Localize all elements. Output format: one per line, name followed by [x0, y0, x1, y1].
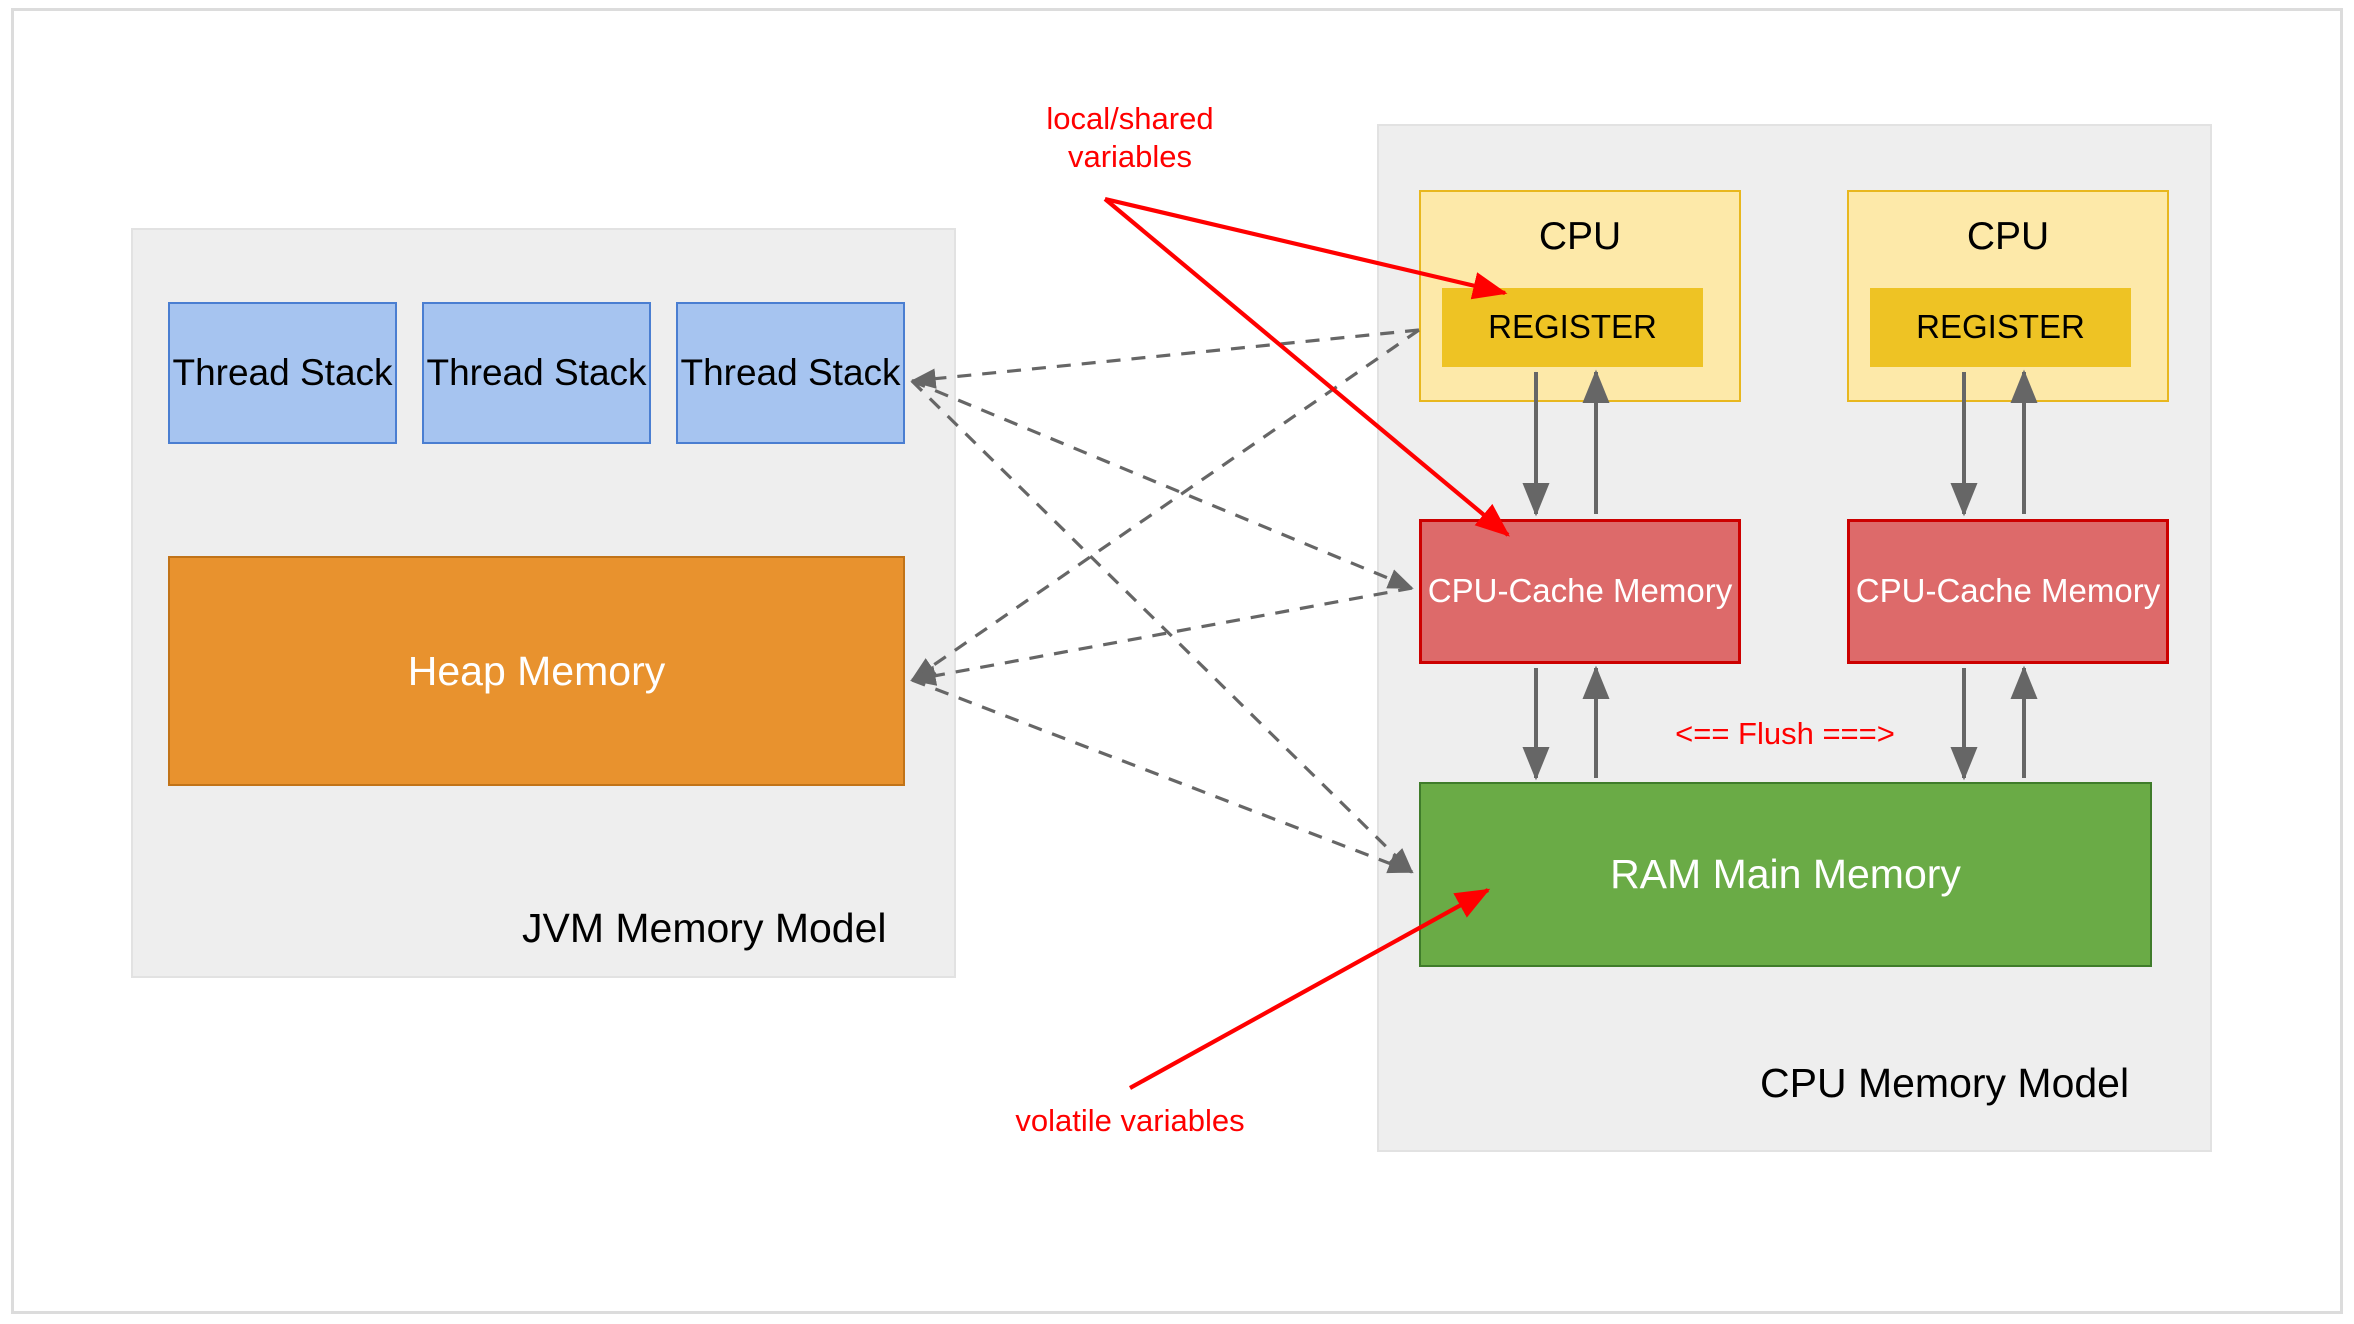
ram-main-memory-box[interactable]: RAM Main Memory — [1419, 782, 2152, 967]
register-box-2[interactable]: REGISTER — [1870, 288, 2131, 367]
cpu-memory-model-title: CPU Memory Model — [1760, 1060, 2130, 1106]
cpu-cache-memory-box-2[interactable]: CPU-Cache Memory — [1847, 519, 2169, 664]
thread-stack-box-3[interactable]: Thread Stack — [676, 302, 905, 444]
cpu-cache-memory-box-1[interactable]: CPU-Cache Memory — [1419, 519, 1741, 664]
flush-annotation: <== Flush ===> — [1675, 716, 1895, 751]
thread-stack-box-1[interactable]: Thread Stack — [168, 302, 397, 444]
register-box-1[interactable]: REGISTER — [1442, 288, 1703, 367]
volatile-variables-annotation: volatile variables — [1015, 1103, 1245, 1138]
heap-memory-box[interactable]: Heap Memory — [168, 556, 905, 786]
thread-stack-box-2[interactable]: Thread Stack — [422, 302, 651, 444]
jvm-memory-model-title: JVM Memory Model — [522, 905, 887, 951]
local-shared-variables-annotation: local/shared variables — [1046, 101, 1214, 174]
